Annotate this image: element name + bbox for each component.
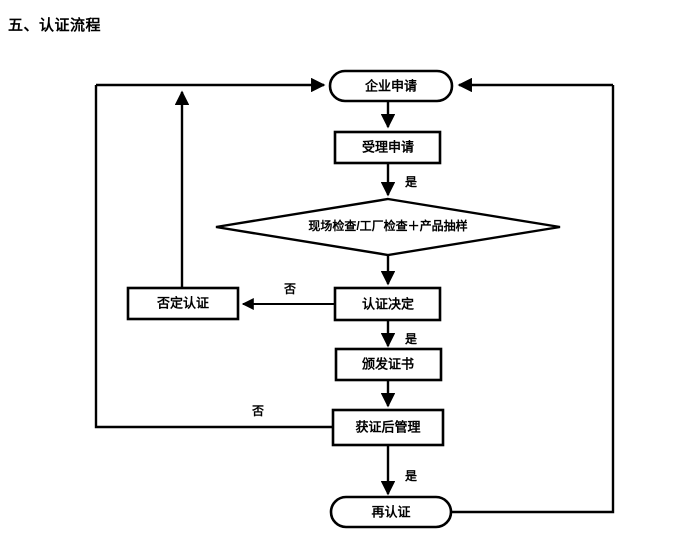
edge-label-postmanage-to-recert: 是 (404, 469, 418, 483)
node-label-deny-certification: 否定认证 (156, 295, 209, 310)
edge-label-decision-to-reject: 否 (283, 282, 296, 296)
node-label-post-certification-management: 获证后管理 (355, 419, 420, 434)
edge-reject-to-apply (96, 77, 326, 287)
node-label-recertification: 再认证 (371, 504, 410, 519)
node-label-issue-certificate: 颁发证书 (362, 356, 414, 371)
edge-label-decision-to-issue: 是 (404, 332, 418, 346)
node-label-accept-application: 受理申请 (362, 139, 414, 154)
node-post-certification-management[interactable]: 获证后管理 (331, 408, 445, 447)
edge-decision-to-issue: 是 (380, 320, 418, 348)
edge-postmanage-to-apply: 否 (94, 85, 333, 429)
node-label-certification-decision: 认证决定 (362, 296, 414, 311)
node-recertification[interactable]: 再认证 (329, 495, 453, 529)
node-label-enterprise-application: 企业申请 (364, 78, 417, 93)
page-title: 五、认证流程 (8, 17, 102, 34)
edge-postmanage-to-recert: 是 (380, 445, 418, 496)
node-onsite-inspection[interactable]: 现场检查/工厂检查＋产品抽样 (215, 197, 561, 257)
edge-label-postmanage-to-apply: 否 (251, 404, 264, 418)
node-accept-application[interactable]: 受理申请 (333, 130, 442, 165)
edge-decision-to-reject: 否 (241, 282, 335, 310)
node-issue-certificate[interactable]: 颁发证书 (334, 347, 443, 382)
edge-accept-to-inspect: 是 (380, 164, 418, 197)
edge-recert-to-apply (451, 77, 615, 514)
node-label-onsite-inspection: 现场检查/工厂检查＋产品抽样 (308, 218, 467, 233)
node-enterprise-application[interactable]: 企业申请 (328, 69, 454, 103)
node-certification-decision[interactable]: 认证决定 (333, 286, 442, 322)
node-deny-certification[interactable]: 否定认证 (126, 286, 240, 321)
edge-label-accept-to-inspect: 是 (404, 175, 418, 189)
